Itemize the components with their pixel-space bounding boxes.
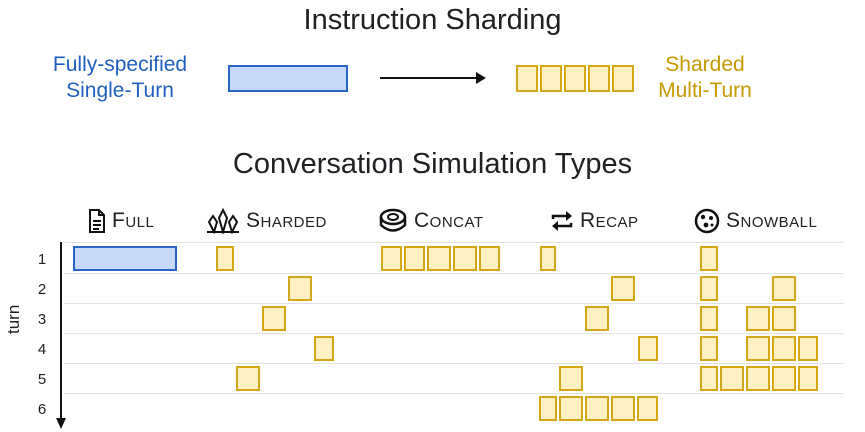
column-label-recap: Recap — [580, 209, 639, 232]
multi-turn-label-line1: Sharded — [665, 53, 745, 76]
shard-block — [746, 336, 770, 361]
column-header-snowball: Snowball — [694, 204, 817, 238]
shard-block — [588, 65, 610, 92]
shard-block — [772, 276, 796, 301]
shard-block — [700, 276, 718, 301]
shard-block — [236, 366, 260, 391]
shard-block — [772, 366, 796, 391]
shard-block — [585, 306, 609, 331]
turn-axis-arrow — [56, 242, 66, 429]
turn-number: 3 — [37, 311, 47, 328]
crystals-icon — [207, 208, 239, 234]
sharded-instruction-blocks — [516, 65, 636, 92]
shard-block — [638, 336, 658, 361]
shard-block — [559, 396, 583, 421]
shard-block — [559, 366, 583, 391]
single-turn-label-line1: Fully-specified — [52, 53, 188, 76]
shard-block — [404, 246, 425, 271]
shard-block — [612, 65, 634, 92]
shard-block — [427, 246, 451, 271]
shard-block — [611, 396, 635, 421]
shard-block — [700, 246, 718, 271]
shard-block — [540, 246, 556, 271]
grid-line — [64, 363, 844, 364]
top-title: Instruction Sharding — [303, 4, 562, 36]
shard-block — [314, 336, 334, 361]
single-turn-label-line2: Single-Turn — [66, 79, 174, 102]
multi-turn-label: Sharded Multi-Turn — [650, 52, 760, 104]
shard-block — [381, 246, 402, 271]
turn-number: 5 — [37, 371, 47, 388]
repeat-icon — [551, 211, 573, 231]
column-label-sharded: Sharded — [246, 209, 327, 232]
shard-block — [516, 65, 538, 92]
shard-block — [700, 336, 718, 361]
shard-block — [564, 65, 586, 92]
grid-line — [64, 242, 844, 243]
shard-block — [700, 366, 718, 391]
shard-block — [585, 396, 609, 421]
shard-block — [746, 366, 770, 391]
single-turn-label: Fully-specified Single-Turn — [30, 52, 210, 104]
shard-block — [262, 306, 286, 331]
grid-line — [64, 273, 844, 274]
shard-block — [720, 366, 744, 391]
multi-turn-label-line2: Multi-Turn — [658, 79, 752, 102]
column-label-snowball: Snowball — [726, 209, 818, 232]
grid-line — [64, 333, 844, 334]
column-header-concat: Concat — [378, 204, 484, 238]
shard-block — [540, 65, 562, 92]
shard-block — [288, 276, 312, 301]
shard-block — [772, 306, 796, 331]
shard-block — [479, 246, 500, 271]
turn-number: 1 — [37, 251, 47, 268]
shard-block — [611, 276, 635, 301]
shard-block — [453, 246, 477, 271]
column-header-sharded: Sharded — [206, 204, 327, 238]
turn-number: 2 — [37, 281, 47, 298]
grid-line — [64, 303, 844, 304]
arrow-right-icon — [380, 72, 486, 84]
shard-block — [539, 396, 557, 421]
shard-block — [637, 396, 658, 421]
document-icon — [89, 209, 105, 233]
column-label-full: Full — [112, 209, 155, 232]
shard-block — [746, 306, 770, 331]
column-header-full: Full — [88, 204, 154, 238]
full-prompt-block — [73, 246, 177, 271]
shard-block — [798, 336, 818, 361]
snowball-icon — [694, 208, 720, 234]
column-label-concat: Concat — [414, 209, 484, 232]
full-instruction-block — [228, 65, 348, 92]
section-title: Conversation Simulation Types — [232, 148, 633, 180]
turn-axis-label: turn — [4, 304, 23, 334]
shard-block — [772, 336, 796, 361]
tape-roll-icon — [379, 208, 407, 232]
shard-block — [216, 246, 234, 271]
shard-block — [700, 306, 718, 331]
grid-line — [64, 393, 844, 394]
turn-number: 4 — [37, 341, 47, 358]
column-header-recap: Recap — [550, 204, 639, 238]
turn-number: 6 — [37, 401, 47, 418]
shard-block — [798, 366, 818, 391]
